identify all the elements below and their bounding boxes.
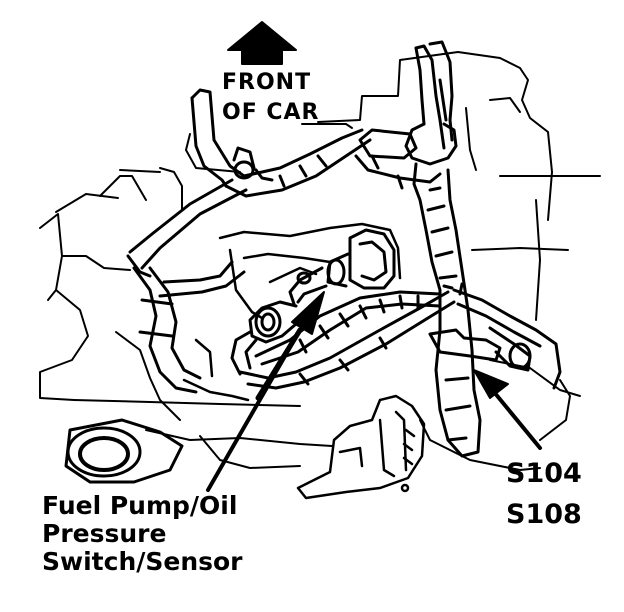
wire-harness-vertical [404,40,482,458]
front-label-line2: OF CAR [222,100,320,125]
front-label-leader [301,123,353,129]
hose-fitting [232,146,256,180]
splice-label-s104: S104 [506,458,582,489]
front-of-car-label: FRONT OF CAR [222,72,320,124]
upper-hose [190,88,372,198]
splice-label-s108: S108 [506,499,582,530]
sensor-connector-plug [230,300,298,376]
component-label-line1: Fuel Pump/Oil [42,491,238,520]
component-pointer-arrow [206,291,325,492]
component-label: Fuel Pump/Oil Pressure Switch/Sensor [42,492,243,576]
harness-bracket [354,128,442,190]
lower-hose [132,260,246,394]
splice-pointer-arrow [473,369,542,450]
component-label-line2: Pressure [42,519,167,548]
harness-connector [296,394,426,500]
front-arrow-icon [227,21,297,65]
oil-pressure-sensor [288,228,396,306]
exhaust-flange [64,418,184,484]
component-label-line3: Switch/Sensor [42,547,243,576]
splice-label: S104 S108 [506,460,582,528]
engine-block-outline [39,51,601,471]
splice-region [428,282,562,390]
diagonal-tube [126,178,248,278]
front-label-line1: FRONT [222,70,312,95]
